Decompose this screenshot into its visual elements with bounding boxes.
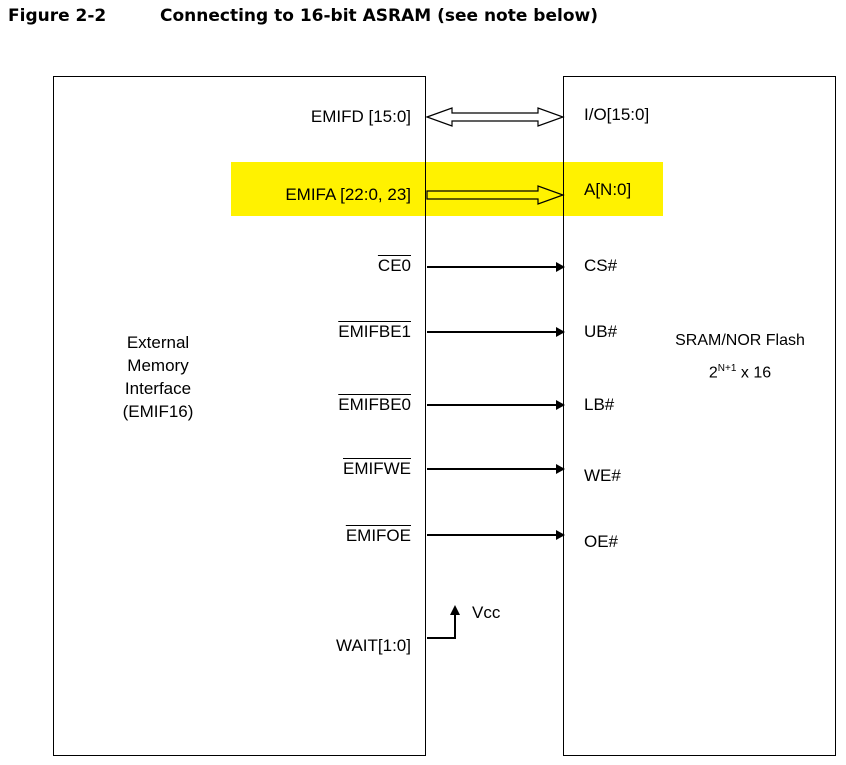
emifbe0-arrowhead [556, 400, 565, 410]
sram-size: 2N+1 x 16 [650, 355, 830, 387]
emifbe1-arrowhead [556, 327, 565, 337]
figure-title: Connecting to 16-bit ASRAM (see note bel… [160, 6, 598, 26]
sram-size-suffix: x 16 [736, 364, 772, 382]
emifd-label: EMIFD [15:0] [310, 107, 411, 126]
ce0-label: CE0 [377, 256, 411, 275]
emif16-label-line: External [126, 333, 190, 352]
vcc-label: Vcc [472, 603, 501, 622]
emifa-bus-arrow [426, 185, 565, 205]
emif16-label-line: Interface [124, 379, 192, 398]
ub-pin-label: UB# [584, 322, 618, 341]
wait-label: WAIT[1:0] [336, 636, 411, 655]
addr-pin-label: A[N:0] [584, 180, 632, 199]
figure-number: Figure 2-2 [8, 6, 107, 26]
sram-nor-flash-block [563, 76, 836, 756]
emif16-block [53, 76, 426, 756]
vcc-arrowhead [450, 605, 460, 615]
emif16-label: External Memory Interface (EMIF16) [90, 331, 226, 423]
emifwe-arrowhead [556, 464, 565, 474]
sram-label: SRAM/NOR Flash 2N+1 x 16 [650, 327, 830, 387]
wait-pullup-wire [427, 615, 456, 639]
emif16-label-line: (EMIF16) [122, 402, 194, 421]
ce0-arrowhead [556, 262, 565, 272]
emifbe1-label: EMIFBE1 [338, 322, 411, 341]
oe-pin-label: OE# [584, 532, 619, 551]
io-pin-label: I/O[15:0] [584, 105, 650, 124]
emif16-label-line: Memory [127, 356, 189, 375]
sram-name: SRAM/NOR Flash [675, 332, 805, 349]
cs-pin-label: CS# [584, 256, 618, 275]
emifa-label: EMIFA [22:0, 23] [285, 185, 411, 204]
emifoe-arrowhead [556, 530, 565, 540]
emifd-bus-arrow [425, 107, 565, 127]
we-pin-label: WE# [584, 466, 621, 485]
lb-pin-label: LB# [584, 395, 615, 414]
emifa-highlight [231, 162, 663, 216]
emifoe-label: EMIFOE [345, 526, 411, 545]
emifwe-label: EMIFWE [343, 459, 411, 478]
sram-size-exp: N+1 [717, 363, 737, 374]
emifbe0-label: EMIFBE0 [338, 395, 411, 414]
sram-size-base: 2 [708, 364, 718, 382]
